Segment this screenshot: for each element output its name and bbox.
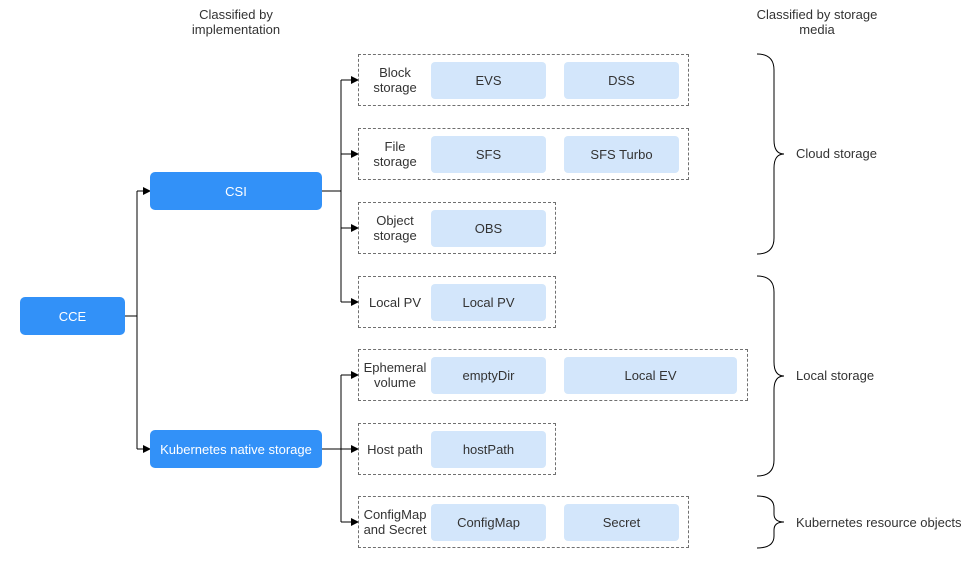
brace-cloud: [756, 53, 785, 255]
edge-native-trunk: [322, 375, 342, 522]
group-block-storage: [358, 54, 689, 106]
edge-csi-trunk: [322, 80, 342, 302]
group-block-label-line1: Block: [379, 65, 411, 80]
chip-hostpath: hostPath: [431, 431, 546, 468]
group-file-label-line2: storage: [373, 154, 417, 169]
chip-sfs-turbo: SFS Turbo: [564, 136, 679, 173]
chip-local-pv: Local PV: [431, 284, 546, 321]
group-configmap-secret: [358, 496, 689, 548]
group-object-label-line2: storage: [373, 228, 417, 243]
chip-local-ev: Local EV: [564, 357, 737, 394]
chip-sfs: SFS: [431, 136, 546, 173]
header-media-line2: media: [799, 22, 835, 37]
group-object-label-line1: Object: [376, 213, 414, 228]
chip-evs: EVS: [431, 62, 546, 99]
group-ephemeral-volume: [358, 349, 748, 401]
edge-cce-trunk: [125, 191, 138, 449]
header-media: Classified by storage media: [742, 7, 892, 37]
group-block-label-line2: storage: [373, 80, 417, 95]
group-file-storage: [358, 128, 689, 180]
header-implementation-line2: implementation: [191, 22, 281, 37]
media-label-k8s: Kubernetes resource objects: [796, 515, 962, 530]
media-label-cloud: Cloud storage: [796, 146, 877, 161]
group-host-path: [358, 423, 556, 475]
group-file-label-line1: File: [384, 139, 406, 154]
node-cce: CCE: [20, 297, 125, 335]
group-ephemeral-label-line1: Ephemeral: [363, 360, 427, 375]
group-localpv-label: Local PV: [362, 276, 428, 328]
brace-local: [756, 275, 785, 477]
group-local-pv: [358, 276, 556, 328]
chip-emptydir: emptyDir: [431, 357, 546, 394]
header-media-line1: Classified by storage: [756, 7, 878, 22]
group-configmap-label-line2: and Secret: [363, 522, 427, 537]
header-implementation: Classified by implementation: [176, 7, 296, 37]
chip-obs: OBS: [431, 210, 546, 247]
brace-k8s: [756, 495, 785, 549]
group-configmap-label-line1: ConfigMap: [363, 507, 427, 522]
node-csi: CSI: [150, 172, 322, 210]
chip-dss: DSS: [564, 62, 679, 99]
header-implementation-line1: Classified by: [199, 7, 273, 22]
chip-configmap: ConfigMap: [431, 504, 546, 541]
group-object-storage: [358, 202, 556, 254]
group-hostpath-label: Host path: [362, 423, 428, 475]
chip-secret: Secret: [564, 504, 679, 541]
group-localpv-label-line1: Local PV: [368, 294, 422, 310]
media-label-local: Local storage: [796, 368, 875, 383]
node-native-storage: Kubernetes native storage: [150, 430, 322, 468]
group-ephemeral-label-line2: volume: [374, 375, 416, 390]
group-hostpath-label-line1: Host path: [367, 441, 423, 457]
